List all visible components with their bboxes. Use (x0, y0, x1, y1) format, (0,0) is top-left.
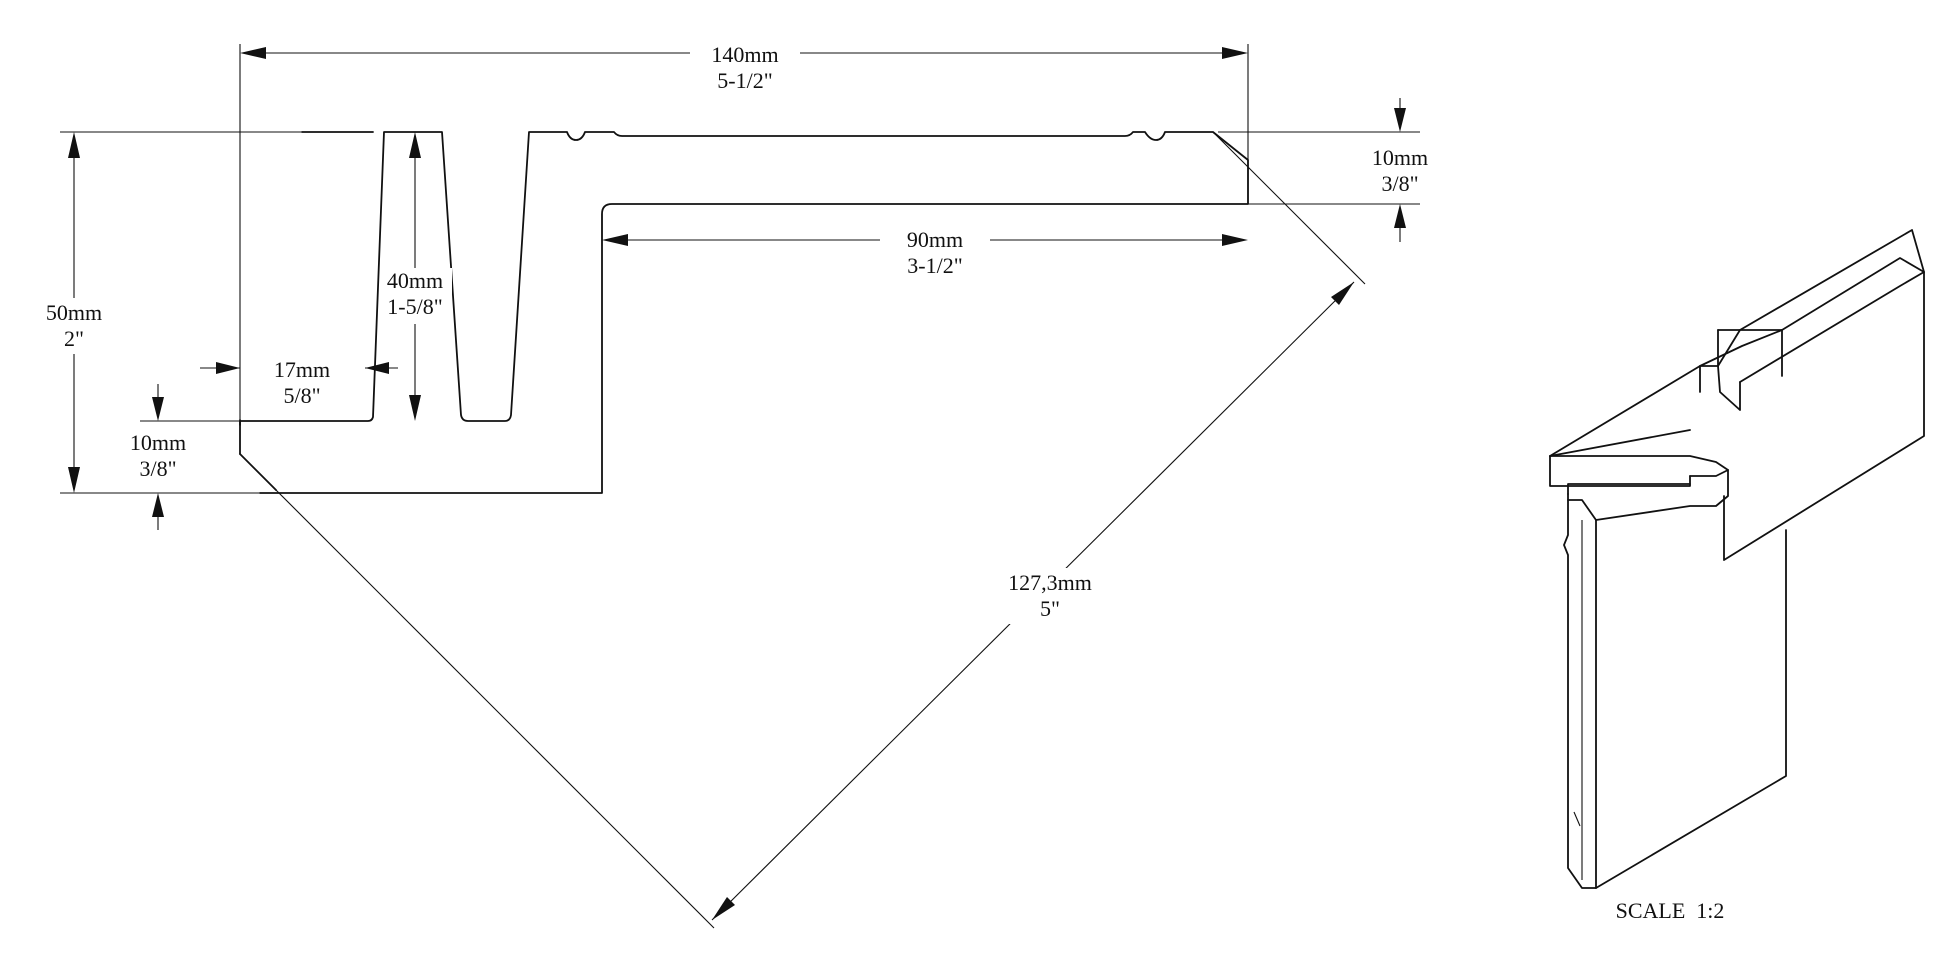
left-chamfer (239, 453, 277, 491)
dim-90-imperial: 3-1/2" (907, 253, 962, 278)
dim-diagonal-imperial: 5" (1040, 596, 1060, 621)
dim-40-imperial: 1-5/8" (387, 294, 442, 319)
dim-17-imperial: 5/8" (283, 383, 320, 408)
profile-section (239, 131, 1249, 494)
isometric-view (1549, 229, 1925, 889)
profile-outline (239, 131, 1249, 494)
dim-140-metric: 140mm (711, 42, 778, 67)
dim-10-top-imperial: 3/8" (1381, 171, 1418, 196)
dimension-labels: 140mm 5-1/2" 50mm 2" 40mm 1-5/8" 17mm 5/… (38, 40, 1428, 624)
dim-50-imperial: 2" (64, 326, 84, 351)
dim-50-metric: 50mm (46, 300, 102, 325)
dim-140-imperial: 5-1/2" (717, 68, 772, 93)
dim-diagonal-metric: 127,3mm (1008, 570, 1092, 595)
dim-10-bottom-imperial: 3/8" (139, 456, 176, 481)
dim-10-top-metric: 10mm (1372, 145, 1428, 170)
dim-10-bottom-metric: 10mm (130, 430, 186, 455)
dim-90-metric: 90mm (907, 227, 963, 252)
dim-40-metric: 40mm (387, 268, 443, 293)
dimension-lines (60, 44, 1420, 929)
dim-17-metric: 17mm (274, 357, 330, 382)
scale-note: SCALE 1:2 (1616, 898, 1725, 923)
